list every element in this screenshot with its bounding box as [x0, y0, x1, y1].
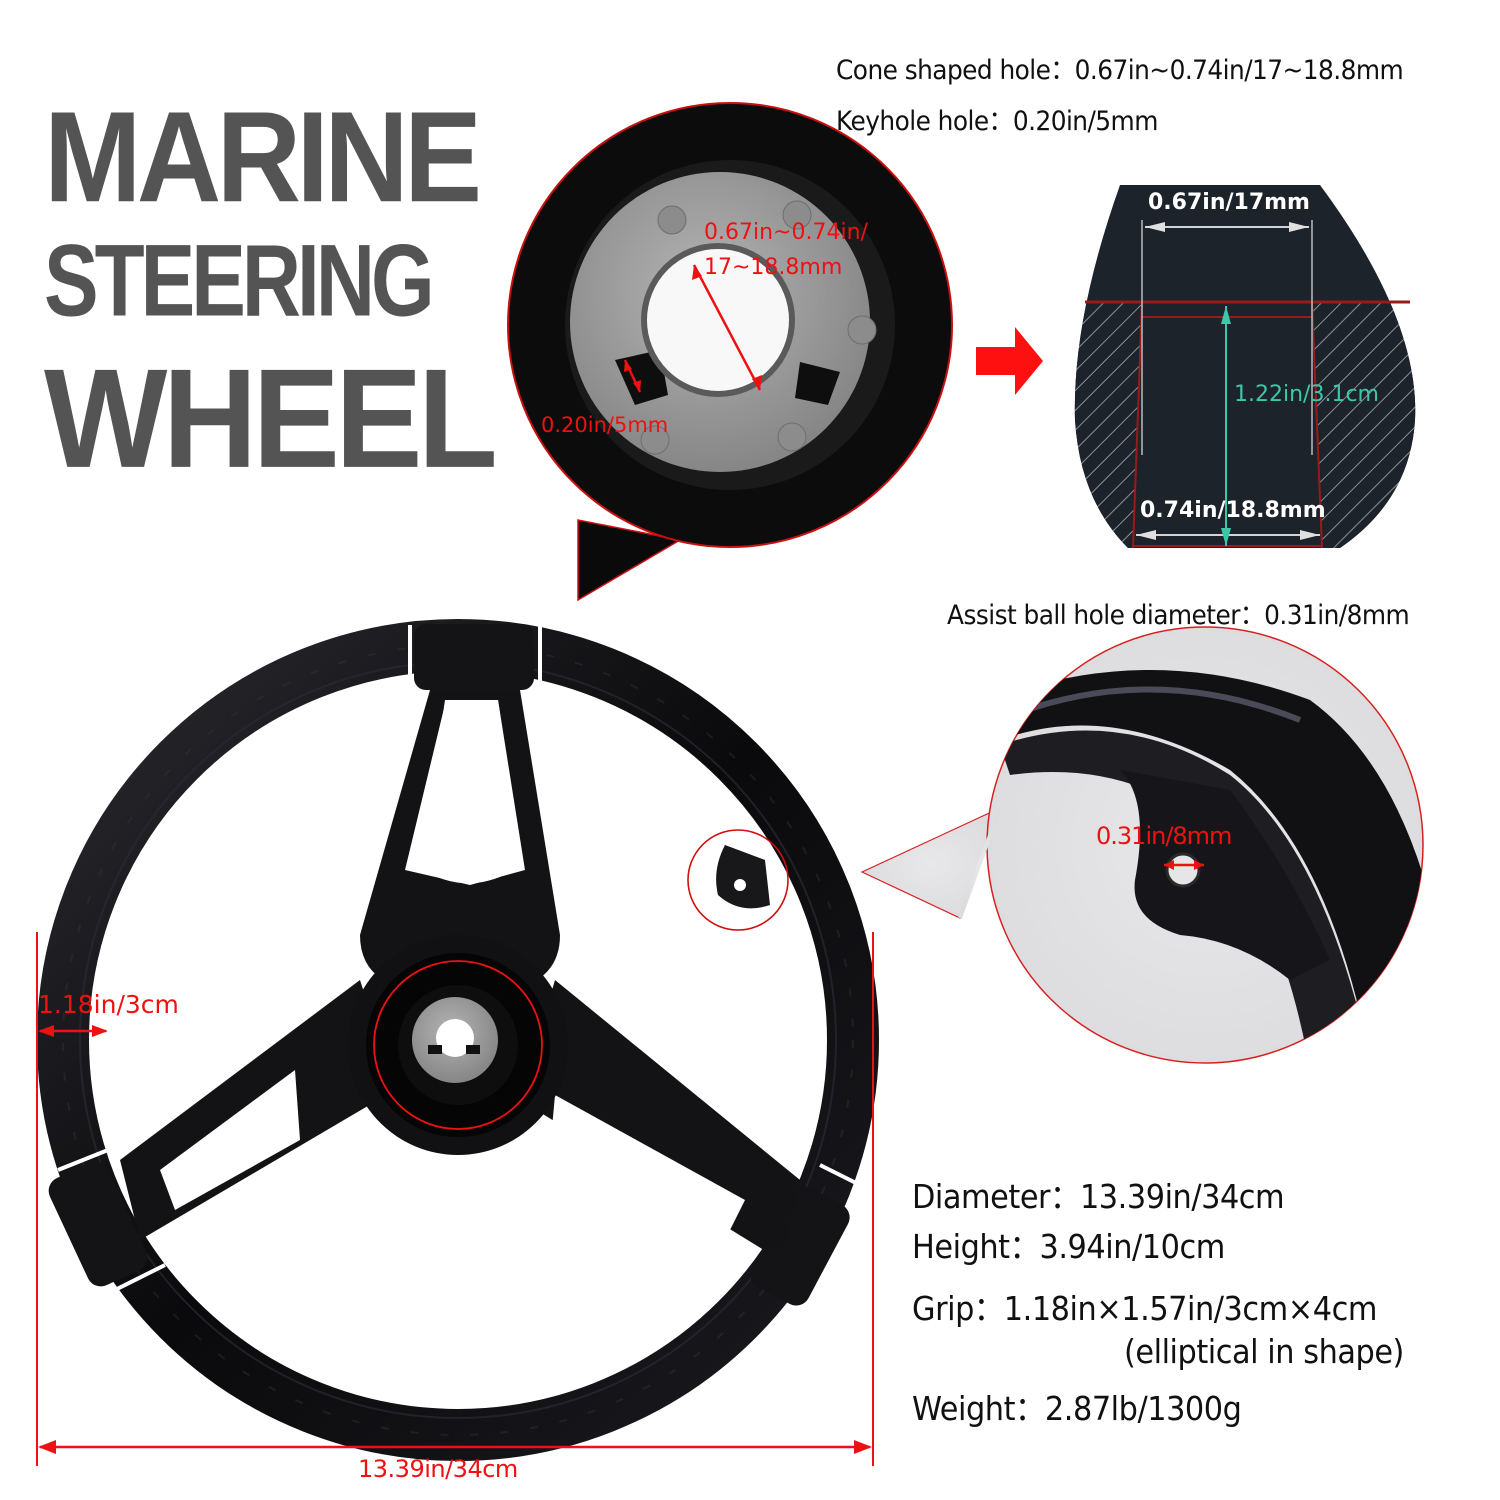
callout-pointer: [577, 519, 683, 602]
steering-wheel-image: [37, 619, 879, 1461]
assist-ball-spec: Assist ball hole diameter：0.31in/8mm: [947, 600, 1410, 631]
spec-grip: Grip：1.18in×1.57in/3cm×4cm: [912, 1289, 1377, 1328]
cross-section-bottom-width: 0.74in/18.8mm: [1140, 498, 1326, 523]
cone-cross-section: [1074, 185, 1416, 549]
arrow-right-icon: [976, 327, 1043, 395]
keyhole-spec: Keyhole hole：0.20in/5mm: [836, 106, 1158, 137]
grip-width-label: 1.18in/3cm: [38, 990, 179, 1019]
keyway-dimension-label: 0.20in/5mm: [541, 413, 669, 437]
spec-weight: Weight：2.87lb/1300g: [912, 1389, 1242, 1428]
cone-hole-spec: Cone shaped hole：0.67in~0.74in/17~18.8mm: [836, 55, 1404, 86]
cross-section-top-width: 0.67in/17mm: [1148, 190, 1310, 215]
title-line-steering: STEERING: [44, 224, 435, 338]
assist-ball-highlight-circle: [687, 829, 789, 931]
bore-dimension-label-2: 17~18.8mm: [704, 255, 843, 280]
title-line-wheel: WHEEL: [44, 339, 498, 498]
title-line-marine: MARINE: [44, 84, 482, 229]
hub-highlight-circle: [373, 960, 543, 1130]
spec-diameter: Diameter：13.39in/34cm: [912, 1177, 1285, 1216]
bore-dimension-label-1: 0.67in~0.74in/: [704, 220, 868, 245]
hub-closeup-callout: [507, 102, 953, 602]
spec-grip-note: (elliptical in shape): [1124, 1332, 1404, 1371]
spec-height: Height：3.94in/10cm: [912, 1227, 1225, 1266]
assist-ball-closeup-label: 0.31in/8mm: [1096, 822, 1232, 850]
wheel-dimension-lines: [36, 932, 874, 1466]
cross-section-height: 1.22in/3.1cm: [1234, 382, 1379, 407]
wheel-diameter-label: 13.39in/34cm: [358, 1455, 518, 1483]
